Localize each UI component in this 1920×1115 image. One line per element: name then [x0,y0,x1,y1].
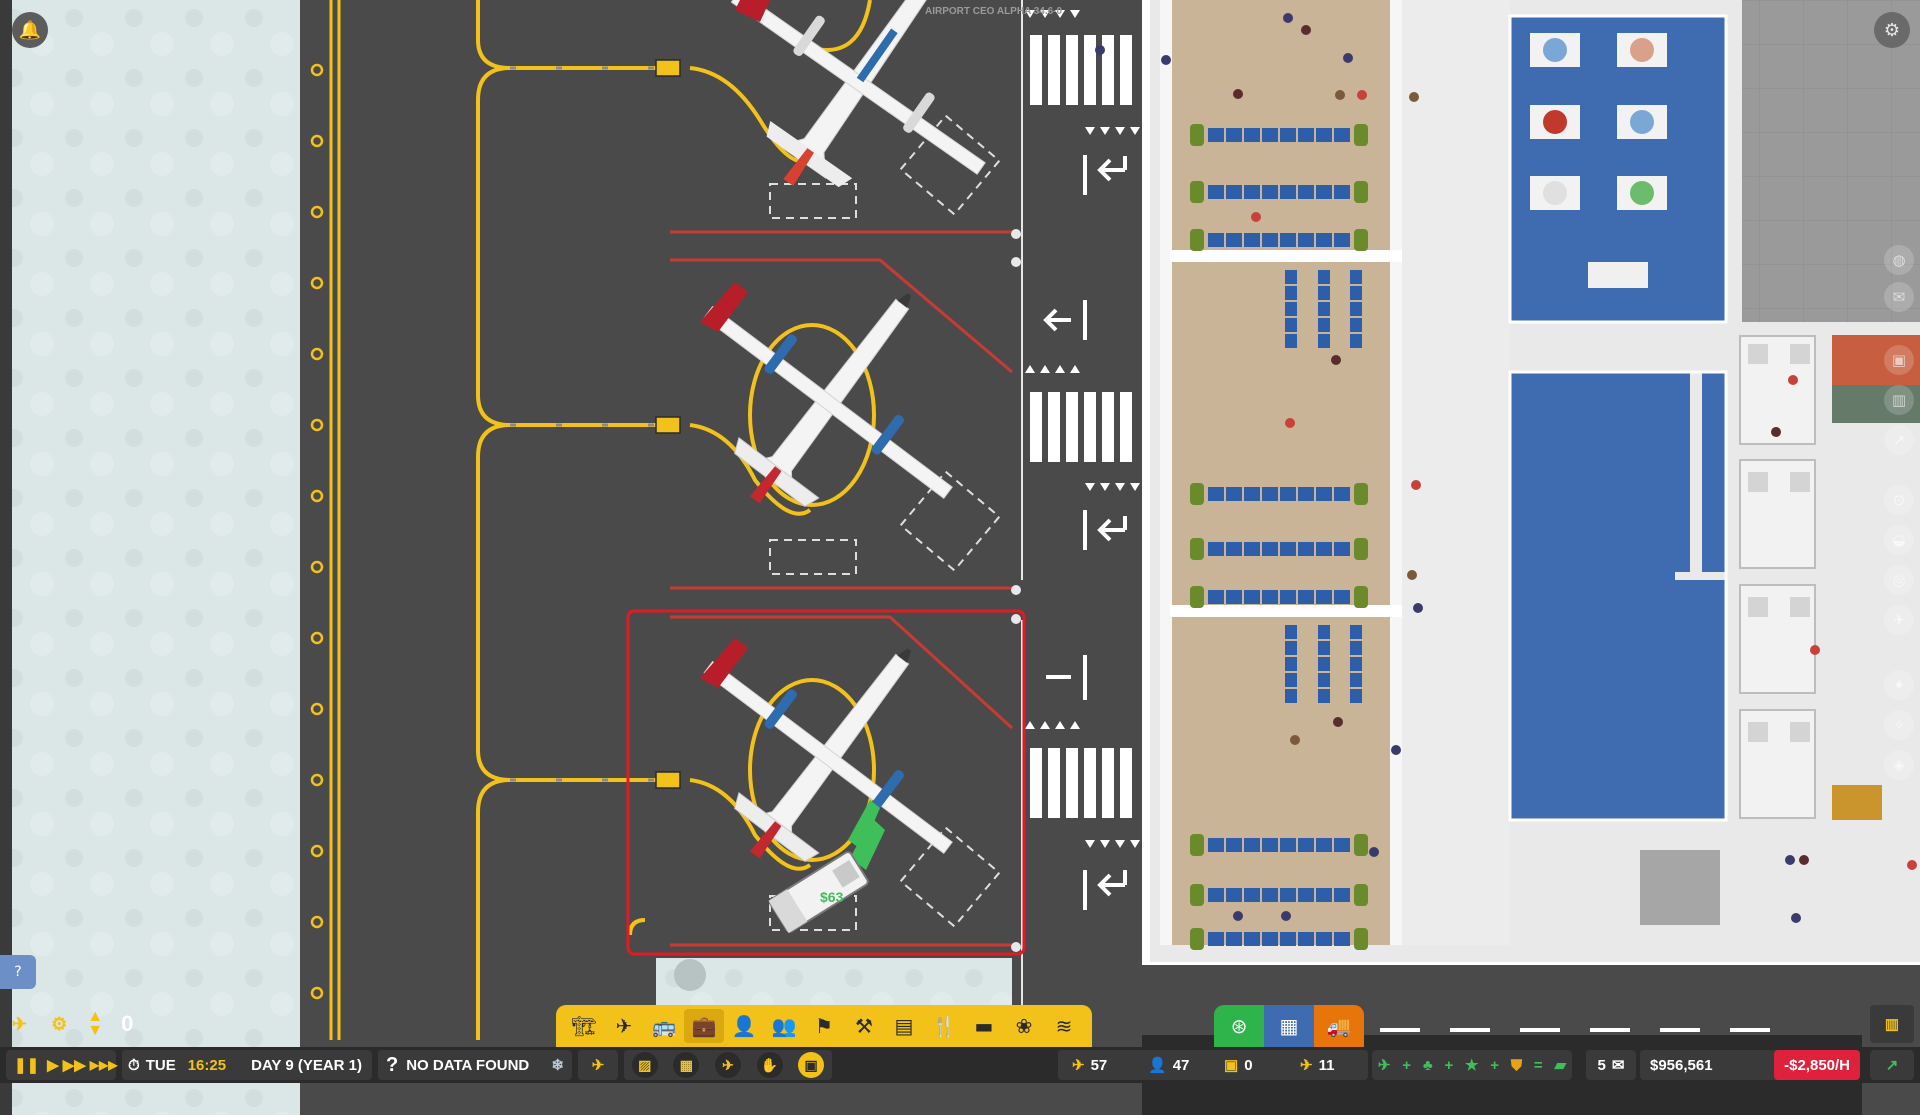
rating-total-icon: ▰ [1554,1057,1567,1074]
runway-tool-icon[interactable]: ✈ [12,1013,28,1034]
fast-forward-icon[interactable]: ▶▶ [62,1057,86,1074]
zone-overlay-icon[interactable]: ▨ [631,1052,658,1078]
rating-shield-icon: ⛊ [1510,1056,1523,1074]
rating-plane-icon: ✈ [1377,1057,1391,1074]
desk-icon[interactable]: ▤ [894,1014,914,1038]
bar-chart-icon: ▥ [1884,1016,1900,1033]
side-mail-icon[interactable]: ✉ [1884,282,1914,312]
side-report-icon[interactable]: ▣ [1884,345,1914,375]
build-menu-extra: ⊛▦🚚 [1214,1005,1364,1047]
passenger-count: 47 [1172,1056,1190,1074]
trend-button[interactable]: ↗ [1870,1050,1914,1080]
people-overlay-icon[interactable]: ✋ [756,1052,783,1078]
help-button[interactable]: ? [0,955,36,989]
speed-controls: ❚❚ ▶ ▶▶ ▶▶▶ [6,1050,118,1080]
status-text: NO DATA FOUND [406,1056,530,1074]
snowflake-icon: ❄ [551,1057,564,1074]
flights-icon: ✈ [1300,1057,1313,1074]
flight-overlay-icon[interactable]: ✈ [714,1052,741,1078]
version-watermark: AIRPORT CEO ALPHA 34.6-0 [925,6,1062,17]
passengers-icon[interactable]: 👥 [771,1014,797,1038]
build-menu: 🏗 ✈ 🚌 💼 👤 👥 ⚑ ⚒ ▤ 🍴 ▬ ❀ ≋ [556,1005,1092,1047]
side-wrench-icon[interactable]: ✦ [1884,670,1914,700]
seating-icon[interactable]: ▬ [974,1014,994,1038]
selected-stand-outline[interactable] [626,609,1026,956]
day-of-week: TUE [145,1056,176,1074]
arrivals-icon: ✈ [1072,1057,1085,1074]
bus-icon[interactable]: 🚌 [651,1014,677,1038]
flight-planner-button[interactable]: ✈ [578,1050,618,1080]
gear-tool-icon[interactable]: ⚙ [51,1013,68,1034]
grid-icon[interactable]: ▦ [1264,1005,1314,1047]
layers-icon[interactable]: ≋ [1055,1014,1073,1038]
side-fuel-icon[interactable]: ◈ [1884,750,1914,780]
side-tag-icon[interactable]: ✧ [1884,710,1914,740]
gate-icon[interactable]: ⚒ [855,1014,873,1038]
grid-overlay-icon[interactable]: ▦ [673,1052,700,1078]
decor-icon[interactable]: ❀ [1015,1014,1033,1038]
clock-icon: ⏱ [128,1056,140,1074]
mail-count: 5 [1597,1056,1606,1074]
finance-bar[interactable]: $956,561 -$2,850/H [1640,1050,1860,1080]
elevation-arrows-icon[interactable]: ▲▼ [87,1008,104,1039]
bag-count: 0 [1244,1056,1253,1074]
mail-button[interactable]: 5 ✉ [1586,1050,1636,1080]
zone-icon[interactable]: ⊛ [1214,1005,1264,1047]
ratings-bar[interactable]: ✈+ ♣+ ★+ ⛊= ▰ [1372,1050,1572,1080]
trend-icon: ↗ [1885,1057,1899,1074]
settings-gear-icon[interactable]: ⚙ [1874,12,1910,48]
weather-status[interactable]: ? NO DATA FOUND ❄ [378,1050,572,1080]
baggage-icon[interactable]: 💼 [684,1009,724,1043]
play-icon[interactable]: ▶ [47,1057,59,1074]
fuel-cost-tag: $63 [820,889,844,905]
flight-planner-icon: ✈ [591,1057,605,1074]
mail-icon: ✉ [1611,1057,1625,1074]
left-tool-row: ✈ ⚙ ▲▼ 0 [0,1005,150,1043]
overlay-toggles: ▨ ▦ ✈ ✋ ▣ [624,1050,832,1080]
notifications-bell-icon[interactable]: 🔔 [12,12,48,48]
side-plane-icon[interactable]: ✈ [1884,605,1914,635]
question-icon: ? [386,1053,399,1076]
rating-star-icon: ★ [1465,1057,1479,1074]
rating-tree-icon: ♣ [1422,1056,1433,1074]
bag-overlay-icon[interactable]: ▣ [798,1052,825,1078]
structure-icon[interactable]: 🏗 [571,1014,597,1038]
time-bar: ⏱ TUE 16:25 DAY 9 (YEAR 1) [122,1050,372,1080]
bag-icon: ▣ [1224,1057,1239,1074]
security-icon[interactable]: ⚑ [815,1014,833,1038]
clock-time: 16:25 [187,1056,227,1074]
side-trend-icon[interactable]: ↗ [1884,425,1914,455]
runway-icon[interactable]: ✈ [615,1014,633,1038]
food-icon[interactable]: 🍴 [931,1014,957,1038]
elevation-value: 0 [121,1011,134,1036]
side-chart-icon[interactable]: ▥ [1884,385,1914,415]
passenger-icon: 👤 [1148,1057,1167,1074]
flights-count: 11 [1318,1056,1335,1074]
side-people-icon[interactable]: ◎ [1884,565,1914,595]
staff-icon[interactable]: 👤 [731,1014,757,1038]
side-globe-icon[interactable]: ◍ [1884,245,1914,275]
airport-stats: ✈ 57 👤 47 ▣ 0 ✈ 11 [1058,1050,1368,1080]
pause-icon[interactable]: ❚❚ [14,1057,40,1074]
fastest-icon[interactable]: ▶▶▶ [89,1058,118,1072]
economy-button[interactable]: ▥ [1870,1005,1914,1043]
side-pin-icon[interactable]: ⊙ [1884,485,1914,515]
side-bed-icon[interactable]: ◒ [1884,525,1914,555]
income-rate: -$2,850/H [1774,1050,1860,1080]
money-balance: $956,561 [1650,1056,1713,1074]
help-label: ? [14,964,22,980]
day-counter: DAY 9 (YEAR 1) [251,1056,362,1074]
vehicle-icon[interactable]: 🚚 [1314,1005,1364,1047]
arrivals-count: 57 [1090,1056,1108,1074]
